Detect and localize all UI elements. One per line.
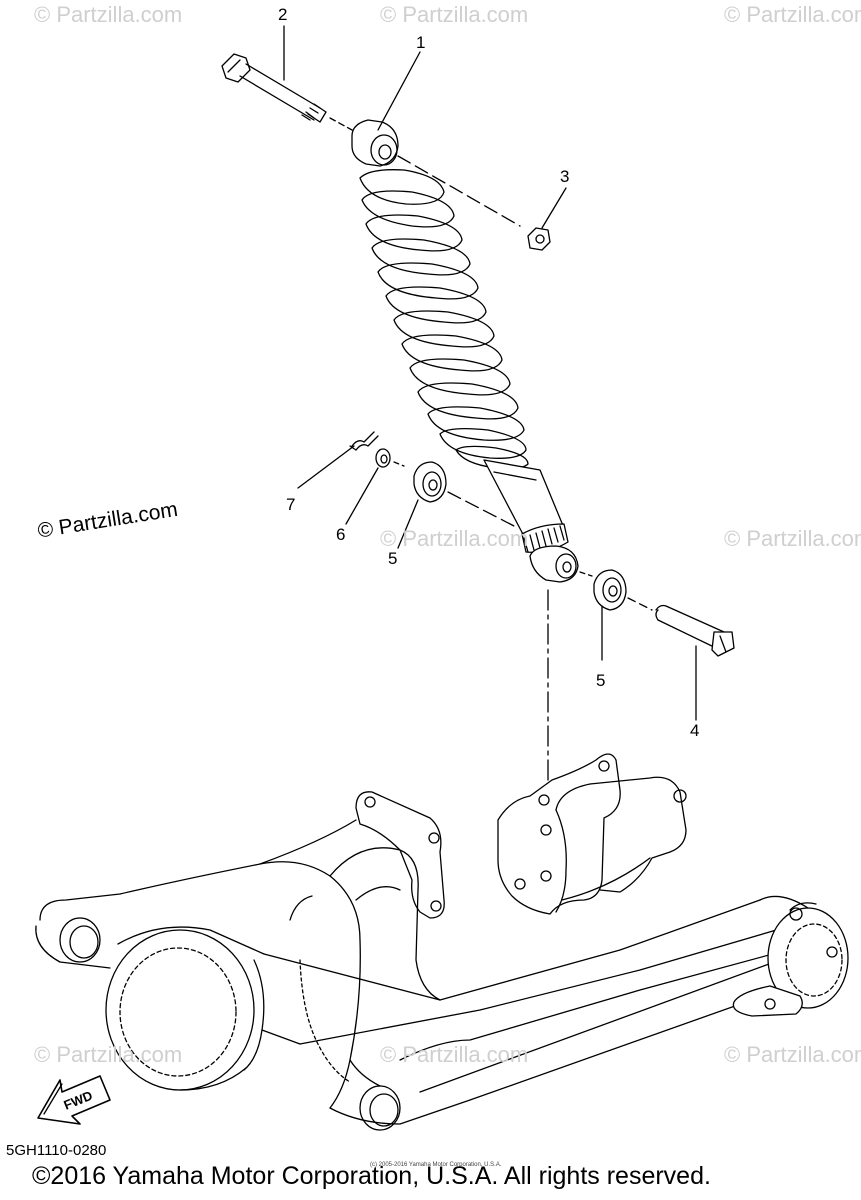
watermark: © Partzilla.com: [380, 1042, 529, 1067]
watermark: © Partzilla.com: [380, 526, 529, 551]
watermark: © Partzilla.com: [380, 2, 529, 27]
callout-6: 6: [336, 525, 346, 544]
swingarm: [35, 753, 849, 1131]
callout-1: 1: [416, 33, 426, 52]
callout-4: 4: [690, 721, 700, 740]
watermark: © Partzilla.com: [34, 2, 183, 27]
callout-5-right: 5: [596, 671, 606, 690]
watermark: © Partzilla.com: [724, 2, 861, 27]
washer-part-6: [375, 448, 405, 468]
callout-2: 2: [278, 5, 288, 24]
small-copyright: (c) 2005-2016 Yamaha Motor Corporation, …: [370, 1162, 502, 1168]
nut-part-3: [397, 155, 551, 251]
diagram-code: 5GH1110-0280: [6, 1142, 107, 1159]
callout-3: 3: [560, 167, 570, 186]
copyright-notice: ©2016 Yamaha Motor Corporation, U.S.A. A…: [32, 1162, 711, 1190]
watermark: © Partzilla.com: [34, 1042, 183, 1067]
pin-part-4: [655, 604, 735, 657]
shock-spring: [359, 169, 529, 470]
bolt-upper-part-2: [221, 53, 353, 131]
cotter-pin-part-7: [349, 431, 379, 451]
shock-absorber-part-1: [351, 119, 579, 583]
watermark: © Partzilla.com: [724, 526, 861, 551]
watermark: © Partzilla.com: [724, 1042, 861, 1067]
callout-5-left: 5: [388, 549, 398, 568]
bushing-part-5-left: [413, 461, 515, 527]
bushing-part-5-right: [579, 569, 653, 611]
fwd-arrow-icon: FWD: [37, 1075, 111, 1125]
callout-7: 7: [286, 495, 296, 514]
